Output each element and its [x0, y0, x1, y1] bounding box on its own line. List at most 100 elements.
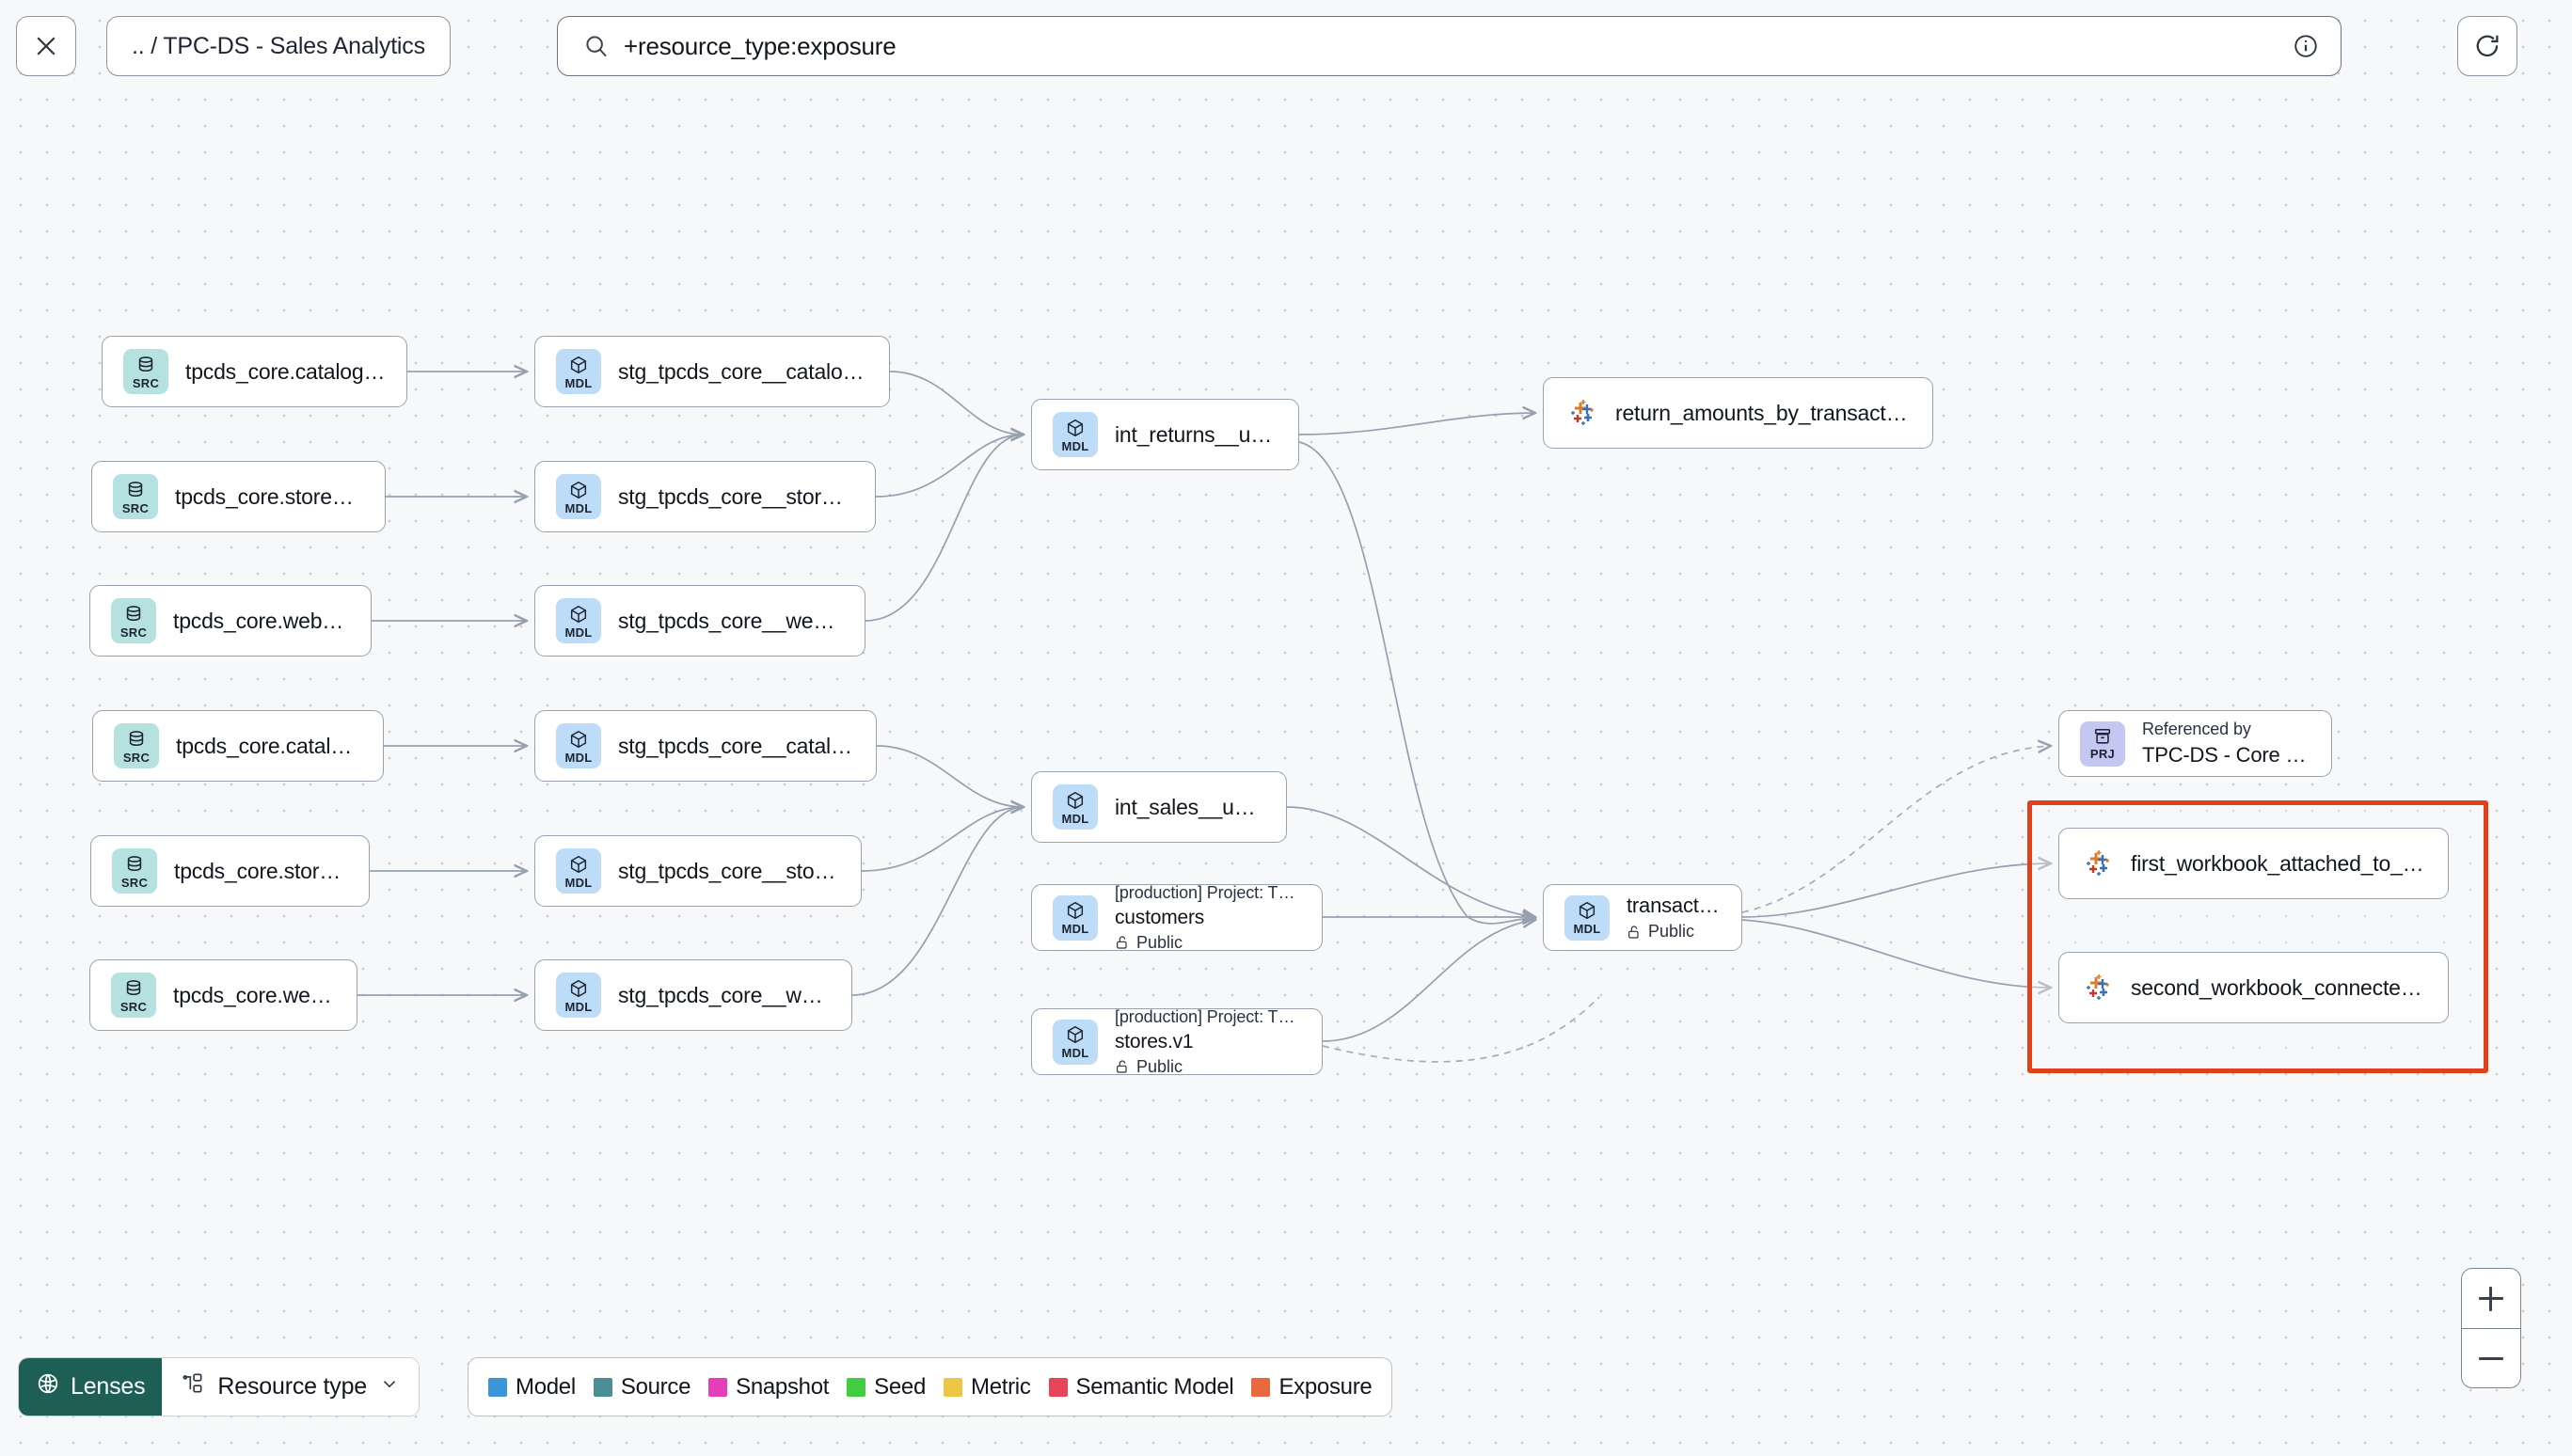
- close-icon: [37, 37, 56, 55]
- badge-abbr: MDL: [564, 750, 593, 765]
- node-int-returns-unioned[interactable]: MDL int_returns__unioned: [1031, 399, 1299, 470]
- node-src-store-returns[interactable]: SRC tpcds_core.store_returns: [91, 461, 386, 532]
- node-stg-store-sales[interactable]: MDL stg_tpcds_core__store_sales: [534, 835, 862, 907]
- node-stg-web-sales[interactable]: MDL stg_tpcds_core__web_sales: [534, 959, 852, 1031]
- model-badge: MDL: [556, 349, 601, 394]
- unlock-icon: [1628, 925, 1639, 939]
- node-exposure-return-amounts[interactable]: return_amounts_by_transaction_type: [1543, 377, 1933, 449]
- legend-item-model[interactable]: Model: [488, 1374, 576, 1401]
- lenses-button[interactable]: Lenses: [19, 1358, 163, 1416]
- legend-item-snapshot[interactable]: Snapshot: [708, 1374, 829, 1401]
- node-model-stores-v1[interactable]: MDL [production] Project: TPC-DS - Core …: [1031, 1007, 1323, 1077]
- refresh-button[interactable]: [2457, 16, 2517, 76]
- source-badge: SRC: [112, 848, 157, 894]
- model-badge: MDL: [556, 973, 601, 1018]
- node-exposure-first-workbook[interactable]: first_workbook_attached_to_tpc-ds_-_…: [2058, 828, 2449, 899]
- project-badge: PRJ: [2080, 720, 2125, 767]
- node-privacy: Public: [1115, 933, 1301, 953]
- node-label: tpcds_core.store_sales: [174, 858, 348, 883]
- resource-type-legend: Model Source Snapshot Seed Metric Semant…: [468, 1357, 1393, 1416]
- legend-swatch: [1048, 1377, 1068, 1397]
- unlock-icon: [1117, 936, 1127, 949]
- source-badge: SRC: [113, 474, 158, 519]
- node-text-stack: Referenced by TPC-DS - Core Data Models: [2142, 720, 2310, 768]
- legend-label: Metric: [971, 1373, 1031, 1400]
- node-stg-store-returns[interactable]: MDL stg_tpcds_core__store_returns: [534, 461, 876, 532]
- legend-swatch: [593, 1377, 612, 1397]
- node-label: tpcds_core.web_returns: [173, 608, 350, 633]
- node-stg-web-returns[interactable]: MDL stg_tpcds_core__web_returns: [534, 585, 865, 657]
- hierarchy-icon: [181, 1371, 205, 1402]
- legend-item-metric[interactable]: Metric: [944, 1374, 1031, 1401]
- zoom-out-button[interactable]: [2462, 1329, 2520, 1387]
- legend-item-seed[interactable]: Seed: [847, 1374, 926, 1401]
- node-model-transactions[interactable]: MDL transactions Public: [1543, 884, 1742, 951]
- node-src-catalog-sales[interactable]: SRC tpcds_core.catalog_sales: [92, 710, 384, 782]
- model-badge: MDL: [1053, 894, 1098, 941]
- node-exposure-second-workbook[interactable]: second_workbook_connected_to_live…: [2058, 952, 2449, 1023]
- legend-swatch: [488, 1377, 507, 1397]
- node-text-stack: transactions Public: [1627, 894, 1721, 942]
- info-icon[interactable]: [2292, 32, 2320, 60]
- badge-abbr: SRC: [120, 875, 149, 890]
- node-label: return_amounts_by_transaction_type: [1615, 400, 1912, 425]
- node-privacy-label: Public: [1648, 922, 1695, 941]
- badge-abbr: MDL: [1573, 922, 1601, 936]
- node-project-core-data-models[interactable]: PRJ Referenced by TPC-DS - Core Data Mod…: [2058, 710, 2332, 777]
- model-badge: MDL: [556, 848, 601, 894]
- node-text-stack: [production] Project: TPC-DS - Core Data…: [1115, 1007, 1301, 1077]
- breadcrumb-label: .. / TPC-DS - Sales Analytics: [132, 32, 425, 59]
- zoom-controls: [2461, 1268, 2521, 1388]
- resource-type-dropdown[interactable]: Resource type: [162, 1358, 420, 1416]
- node-label: tpcds_core.catalog_sales: [176, 733, 362, 758]
- source-badge: SRC: [111, 598, 156, 643]
- node-label: tpcds_core.web_sales: [173, 982, 336, 1007]
- zoom-in-button[interactable]: [2462, 1269, 2520, 1329]
- node-label: first_workbook_attached_to_tpc-ds_-_…: [2131, 850, 2427, 876]
- search-bar[interactable]: [557, 16, 2342, 76]
- model-badge: MDL: [556, 723, 601, 768]
- legend-label: Seed: [874, 1373, 926, 1400]
- node-label: int_sales__unioned: [1115, 794, 1265, 819]
- node-model-customers[interactable]: MDL [production] Project: TPC-DS - Core …: [1031, 883, 1323, 953]
- node-privacy: Public: [1627, 922, 1721, 942]
- node-src-catalog-returns[interactable]: SRC tpcds_core.catalog_returns: [102, 336, 407, 407]
- node-stg-catalog-sales[interactable]: MDL stg_tpcds_core__catalog_sales: [534, 710, 877, 782]
- breadcrumb[interactable]: .. / TPC-DS - Sales Analytics: [106, 16, 451, 76]
- node-label: transactions: [1627, 894, 1721, 917]
- node-src-web-returns[interactable]: SRC tpcds_core.web_returns: [89, 585, 372, 657]
- node-text-stack: [production] Project: TPC-DS - Core Data…: [1115, 883, 1301, 953]
- legend-label: Exposure: [1278, 1373, 1373, 1400]
- badge-abbr: SRC: [119, 625, 148, 640]
- plus-icon: [2479, 1286, 2503, 1311]
- node-referenced-by-label: Referenced by: [2142, 720, 2251, 738]
- legend-item-source[interactable]: Source: [593, 1373, 691, 1401]
- node-src-store-sales[interactable]: SRC tpcds_core.store_sales: [90, 835, 370, 907]
- legend-swatch: [847, 1377, 866, 1397]
- badge-abbr: MDL: [564, 375, 593, 390]
- node-label: stg_tpcds_core__store_returns: [618, 483, 854, 509]
- source-badge: SRC: [114, 723, 159, 768]
- node-int-sales-unioned[interactable]: MDL int_sales__unioned: [1031, 771, 1287, 843]
- lenses-control-group: Lenses Resource type: [18, 1357, 421, 1416]
- legend-label: Source: [620, 1373, 691, 1400]
- badge-abbr: MDL: [1061, 922, 1089, 936]
- node-stg-catalog-returns[interactable]: MDL stg_tpcds_core__catalog_returns: [534, 336, 890, 407]
- legend-item-exposure[interactable]: Exposure: [1251, 1373, 1373, 1401]
- node-privacy-label: Public: [1136, 1056, 1183, 1076]
- refresh-icon: [2476, 35, 2499, 57]
- badge-abbr: MDL: [1061, 1046, 1089, 1060]
- search-input[interactable]: [624, 31, 2292, 61]
- model-badge: MDL: [556, 474, 601, 519]
- legend-label: Model: [516, 1373, 576, 1400]
- legend-item-semantic-model[interactable]: Semantic Model: [1048, 1374, 1234, 1401]
- model-badge: MDL: [1053, 412, 1098, 457]
- badge-abbr: MDL: [1061, 438, 1089, 453]
- archive-icon: [2094, 728, 2111, 744]
- close-button[interactable]: [16, 16, 76, 76]
- node-src-web-sales[interactable]: SRC tpcds_core.web_sales: [89, 959, 357, 1031]
- legend-swatch: [1251, 1377, 1271, 1397]
- model-badge: MDL: [1564, 894, 1610, 941]
